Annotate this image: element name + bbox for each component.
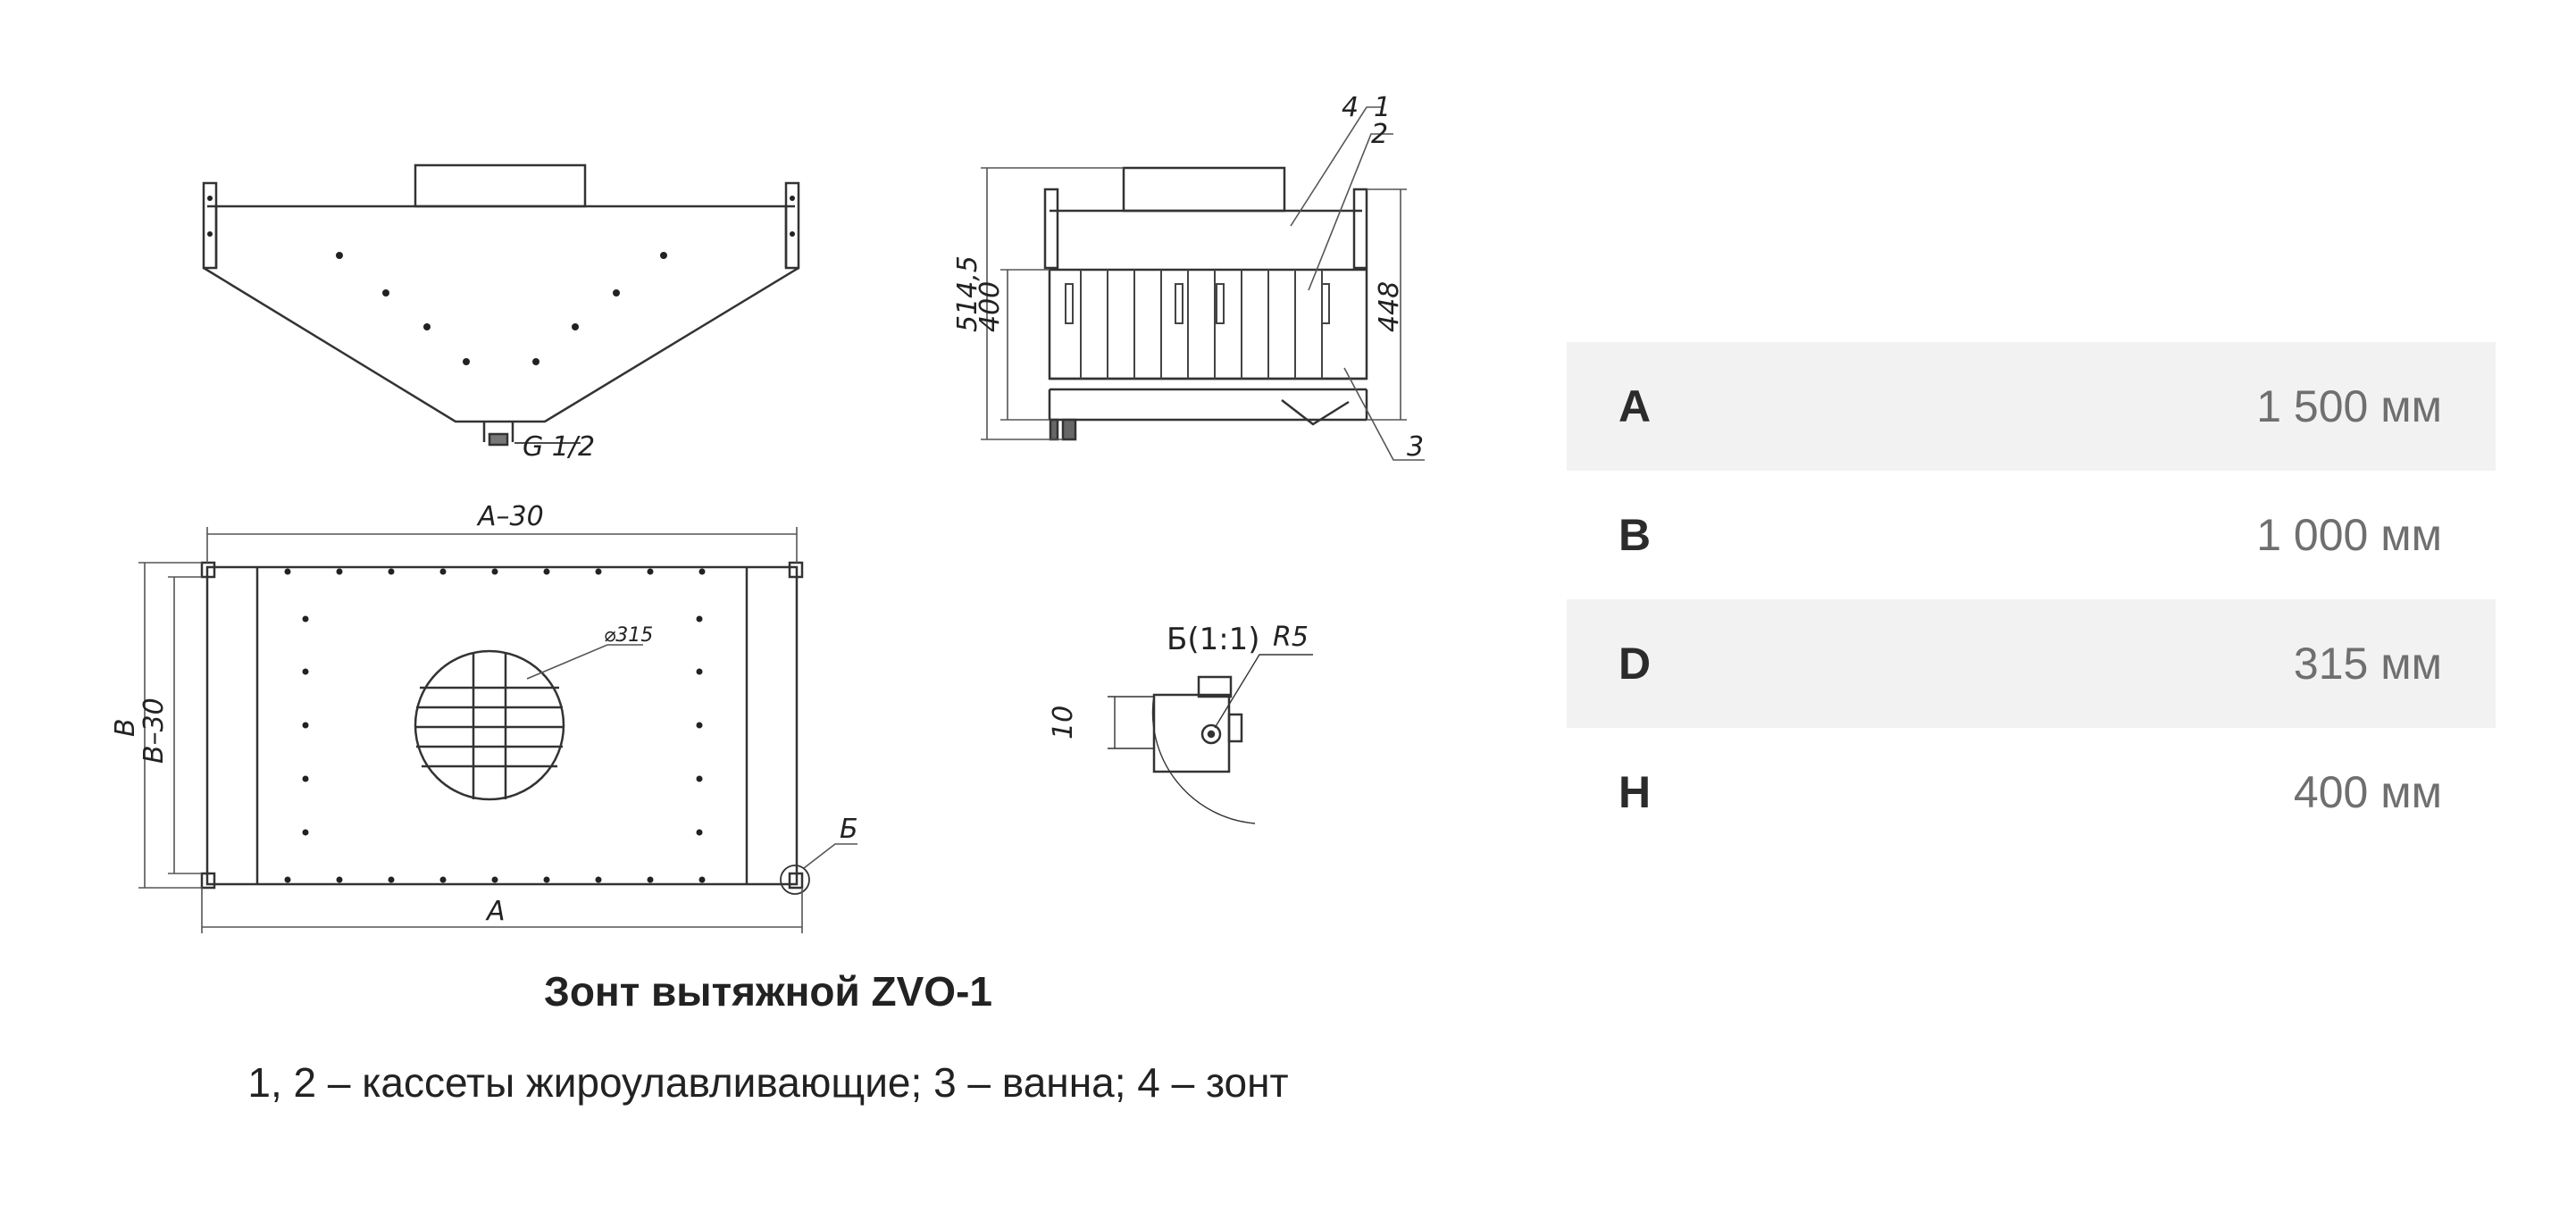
- spec-value: 1 500 мм: [2256, 381, 2442, 431]
- dimension-448: 448: [1374, 281, 1405, 332]
- diameter-label: ⌀315: [604, 624, 653, 647]
- spec-row-a: A 1 500 мм: [1567, 342, 2496, 471]
- side-view-dimensions: [981, 106, 1425, 461]
- dimension-a: A: [485, 896, 506, 927]
- spec-key: B: [1618, 510, 1652, 560]
- side-view: [1043, 166, 1368, 441]
- dimension-a-minus-30: A–30: [476, 501, 544, 532]
- spec-row-d: D 315 мм: [1567, 599, 2496, 728]
- dimension-b: B: [110, 718, 141, 737]
- plan-view-dimensions: [138, 527, 857, 933]
- side-view-cassettes: [1065, 270, 1330, 379]
- radius-label: R5: [1273, 622, 1309, 653]
- plan-view: [200, 561, 810, 895]
- technical-drawing: G 1/2: [110, 92, 1425, 933]
- spec-row-b: B 1 000 мм: [1567, 471, 2496, 599]
- front-view: [202, 163, 800, 447]
- spec-value: 315 мм: [2293, 639, 2442, 689]
- plan-view-bolts: [284, 568, 706, 883]
- front-view-bolts: [207, 196, 795, 365]
- spec-row-h: H 400 мм: [1567, 728, 2496, 857]
- callout-3: 3: [1407, 431, 1424, 463]
- dimension-10: 10: [1048, 706, 1079, 740]
- detail-view: [1108, 654, 1313, 824]
- callout-4: 4: [1342, 92, 1359, 123]
- spec-value: 400 мм: [2293, 767, 2442, 817]
- spec-key: H: [1618, 767, 1652, 817]
- drawing-legend: 1, 2 – кассеты жироулавливающие; 3 – ван…: [247, 1059, 1289, 1106]
- callout-2: 2: [1371, 119, 1388, 150]
- spec-key: A: [1618, 381, 1652, 431]
- thread-label: G 1/2: [523, 431, 595, 463]
- detail-mark-b: Б: [840, 814, 858, 845]
- drawing-title: Зонт вытяжной ZVO-1: [544, 968, 992, 1015]
- callout-1: 1: [1374, 92, 1391, 123]
- spec-value: 1 000 мм: [2256, 510, 2442, 560]
- dimension-400: 400: [974, 281, 1006, 332]
- dimension-b-minus-30: B–30: [138, 698, 170, 764]
- spec-table: A 1 500 мм B 1 000 мм D 315 мм H 400 мм: [1567, 342, 2496, 857]
- dimension-514-5: 514,5: [952, 255, 983, 332]
- detail-title: Б(1:1): [1167, 622, 1260, 657]
- spec-key: D: [1618, 639, 1652, 689]
